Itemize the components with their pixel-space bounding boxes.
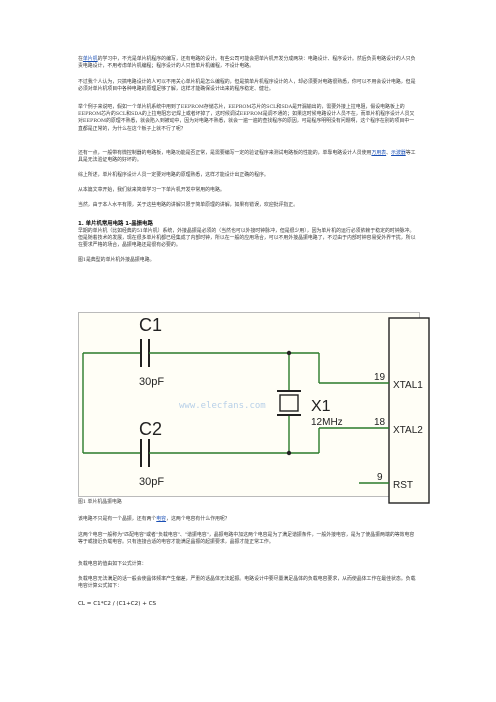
- pin-18-label: 18: [374, 417, 386, 428]
- x1-value: 12MHz: [311, 417, 343, 428]
- intro-paragraph-3: 举个例子来说吧，假如一个单片机系统中用到了EEPROM存储芯片，EEPROM芯片…: [78, 104, 415, 132]
- text: 、: [386, 150, 392, 156]
- link-oscilloscope[interactable]: 示波器: [391, 150, 406, 156]
- body-paragraph-2: 这两个电容一般称为"匹配电容"或者"负载电容"、"谐振电容"，晶振电路中加这两个…: [78, 532, 415, 546]
- intro-paragraph-1: 在单片机的学习中，不光是单片机程序的编写，还有电路的设计。有些公司可能会把单片机…: [78, 56, 418, 70]
- text: 等工具是无法验证电路的好坏的。: [78, 150, 416, 164]
- section-paragraph: 早期的单片机（比如经典的51单片机）系统，外接晶振是必须的（当然也可以外接时钟脉…: [78, 228, 416, 249]
- mcu-chip-body: [388, 317, 430, 504]
- body-paragraph-1: 该电路不只是有一个晶振，还有两个电容，这两个电容有什么作用呢？: [78, 516, 418, 523]
- xtal1-pin-name: XTAL1: [393, 380, 423, 391]
- schematic-svg: C1 30pF C2 30pF X1 12MHz 19 18 9 XTAL1 X…: [82, 315, 430, 504]
- watermark: www.elecfans.com: [179, 401, 266, 411]
- figure-intro: 图1是典型的单片机外接晶振电路。: [78, 257, 155, 263]
- intro-paragraph-5: 综上所述，单片机程序设计人员一定要对电路的原理熟悉，这样才能设计出正确的程序。: [78, 172, 269, 178]
- body-paragraph-3: 负载电容的值由如下公式计算：: [78, 561, 147, 567]
- xtal2-pin-name: XTAL2: [393, 425, 423, 436]
- c1-label: C1: [139, 315, 162, 335]
- pin-19-label: 19: [374, 372, 386, 383]
- link-capacitor[interactable]: 电容: [156, 516, 167, 522]
- rst-pin-name: RST: [393, 480, 413, 491]
- text: 在: [78, 56, 83, 62]
- text: ，这两个电容有什么作用呢？: [166, 516, 230, 522]
- intro-paragraph-2: 不过我个人认为，只搞电路设计的人可以不用关心单片机是怎么编程的，但是搞单片机程序…: [78, 79, 416, 93]
- figure-caption: 图1 单片机晶振电路: [78, 499, 122, 505]
- intro-paragraph-4: 还有一点，一般带有微控制器的电路板，电路功能是否正常，是需要编写一定的验证程序来…: [78, 150, 418, 164]
- intro-paragraph-6: 从本篇文章开始，我们就来简单学习一下单片机开发中常用的电路。: [78, 187, 225, 193]
- load-capacitance-formula: CL = C1*C2 / (C1+C2) + CS: [78, 601, 157, 607]
- text: 该电路不只是有一个晶振，还有两个: [78, 516, 157, 522]
- link-mcu[interactable]: 单片机: [82, 56, 98, 62]
- crystal-oscillator-schematic: C1 30pF C2 30pF X1 12MHz 19 18 9 XTAL1 X…: [78, 312, 430, 504]
- text: 的学习中，不光是单片机程序的编写，还有电路的设计。有些公司可能会把单片机开发分成…: [78, 56, 416, 70]
- c2-label: C2: [139, 419, 162, 439]
- section-heading: 1. 单片机常用电路 1-晶振电路: [78, 221, 153, 227]
- body-paragraph-4: 负载电容无法满足的话一般会使晶体频率产生偏差，严重的话晶体无法起振。电路设计中要…: [78, 576, 416, 590]
- intro-paragraph-7: 当然，由于本人水平有限，关于这些电路的讲解只限于简单原理的讲解，如果有错误，欢迎…: [78, 202, 299, 208]
- c1-value: 30pF: [139, 376, 164, 388]
- text: 还有一点，一般带有微控制器的电路板，电路功能是否正常，是需要编写一定的验证程序来…: [78, 150, 372, 156]
- x1-label: X1: [311, 398, 331, 415]
- c2-value: 30pF: [139, 476, 164, 488]
- link-multimeter[interactable]: 万用表: [371, 150, 387, 156]
- pin-9-label: 9: [377, 472, 383, 483]
- x1-crystal-body: [279, 394, 299, 412]
